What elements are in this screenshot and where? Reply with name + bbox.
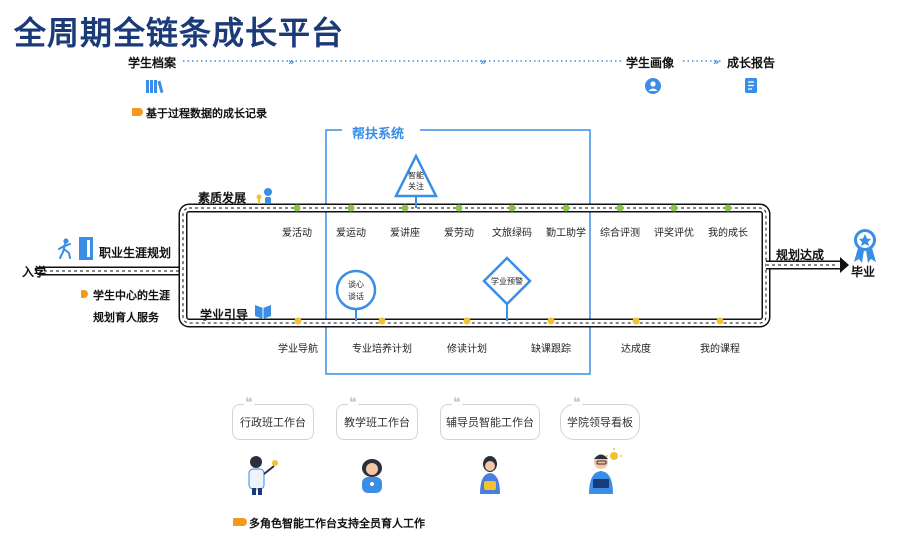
smart-care-line: 智能 <box>408 171 424 180</box>
quality-item[interactable]: 爱讲座 <box>390 228 420 239</box>
study-item[interactable]: 我的课程 <box>700 344 740 355</box>
quality-label[interactable]: 素质发展 <box>198 191 247 205</box>
quality-dot <box>347 204 355 212</box>
counselor-workbench-button[interactable]: 辅导员智能工作台 <box>440 404 540 440</box>
medal-icon <box>854 229 876 263</box>
smart-care-line: 关注 <box>408 182 424 191</box>
admin-class-person-illustration <box>248 456 278 495</box>
quality-item[interactable]: 爱运动 <box>336 228 366 239</box>
orange-flag-icon <box>132 108 143 116</box>
study-dot <box>463 317 471 325</box>
chevron-right-icon: » <box>713 57 719 68</box>
quality-dot <box>562 204 570 212</box>
page-title: 全周期全链条成长平台 <box>14 14 345 52</box>
bottom-note: 多角色智能工作台支持全员育人工作 <box>249 517 425 530</box>
user-portrait-icon <box>645 78 661 94</box>
study-dot <box>378 317 386 325</box>
walking-person-icon <box>58 237 93 260</box>
warning-sign <box>482 256 532 306</box>
quality-dot <box>616 204 624 212</box>
study-item[interactable]: 缺课跟踪 <box>531 344 571 355</box>
quality-item[interactable]: 文旅绿码 <box>492 228 532 239</box>
quality-item[interactable]: 勤工助学 <box>546 228 586 239</box>
quote-icon: ❝ <box>244 395 254 411</box>
books-icon <box>146 80 164 94</box>
quote-icon: ❝ <box>452 395 462 411</box>
study-dot <box>294 317 302 325</box>
center-note-line: 学生中心的生涯 <box>93 289 170 302</box>
timeline-note: 基于过程数据的成长记录 <box>146 107 267 120</box>
quality-person-icon <box>256 188 272 204</box>
career-planning-label[interactable]: 职业生涯规划 <box>99 246 172 260</box>
quality-item[interactable]: 爱劳动 <box>444 228 474 239</box>
quality-dots <box>293 204 732 212</box>
enroll-label: 入学 <box>22 265 47 279</box>
center-note-line: 规划育人服务 <box>93 311 159 324</box>
study-item[interactable]: 达成度 <box>621 344 651 355</box>
teaching-class-workbench-button[interactable]: 教学班工作台 <box>336 404 418 440</box>
warning-text: 学业预警 <box>491 277 523 286</box>
orange-flag-icon <box>233 518 247 526</box>
growth-report-label[interactable]: 成长报告 <box>727 56 776 70</box>
quality-dot <box>293 204 301 212</box>
quality-dot <box>508 204 516 212</box>
chevron-right-icon: » <box>288 57 294 68</box>
talk-line: 谈话 <box>348 292 364 301</box>
quality-dot <box>455 204 463 212</box>
quality-item[interactable]: 评奖评优 <box>654 228 694 239</box>
study-item[interactable]: 修读计划 <box>447 344 487 355</box>
college-leader-dashboard-button[interactable]: 学院领导看板 <box>560 404 640 440</box>
quality-dot <box>670 204 678 212</box>
talk-line: 谈心 <box>348 280 364 289</box>
student-file-label[interactable]: 学生档案 <box>128 56 177 70</box>
study-item[interactable]: 专业培养计划 <box>352 344 412 355</box>
teaching-class-person-illustration <box>362 459 382 493</box>
smart-care-sign <box>393 153 439 198</box>
counselor-person-illustration <box>480 456 500 494</box>
study-item[interactable]: 学业导航 <box>278 344 318 355</box>
chevron-right-icon: » <box>480 57 486 68</box>
quality-dot <box>401 204 409 212</box>
smart-care-text: 智能 关注 <box>408 170 424 192</box>
orange-flag-icon <box>81 290 88 298</box>
support-system-label[interactable]: 帮扶系统 <box>352 127 405 142</box>
college-leader-person-illustration <box>589 448 622 494</box>
support-system-box <box>325 129 591 375</box>
study-dots <box>294 317 724 325</box>
study-label[interactable]: 学业引导 <box>200 308 249 322</box>
study-dot <box>716 317 724 325</box>
graduate-label: 毕业 <box>851 265 876 279</box>
quote-icon: ❝ <box>572 395 582 411</box>
plan-done-label: 规划达成 <box>776 248 825 262</box>
admin-class-workbench-button[interactable]: 行政班工作台 <box>232 404 314 440</box>
report-icon <box>745 78 757 93</box>
talk-sign <box>335 269 377 311</box>
talk-text: 谈心 谈话 <box>348 279 364 303</box>
quality-dot <box>724 204 732 212</box>
student-portrait-label[interactable]: 学生画像 <box>626 56 675 70</box>
study-dot <box>632 317 640 325</box>
study-dot <box>547 317 555 325</box>
quality-item[interactable]: 我的成长 <box>708 228 748 239</box>
quality-item[interactable]: 综合评测 <box>600 228 640 239</box>
open-book-icon <box>255 305 271 319</box>
quality-item[interactable]: 爱活动 <box>282 228 312 239</box>
quote-icon: ❝ <box>348 395 358 411</box>
arrow-right-icon <box>840 257 849 273</box>
